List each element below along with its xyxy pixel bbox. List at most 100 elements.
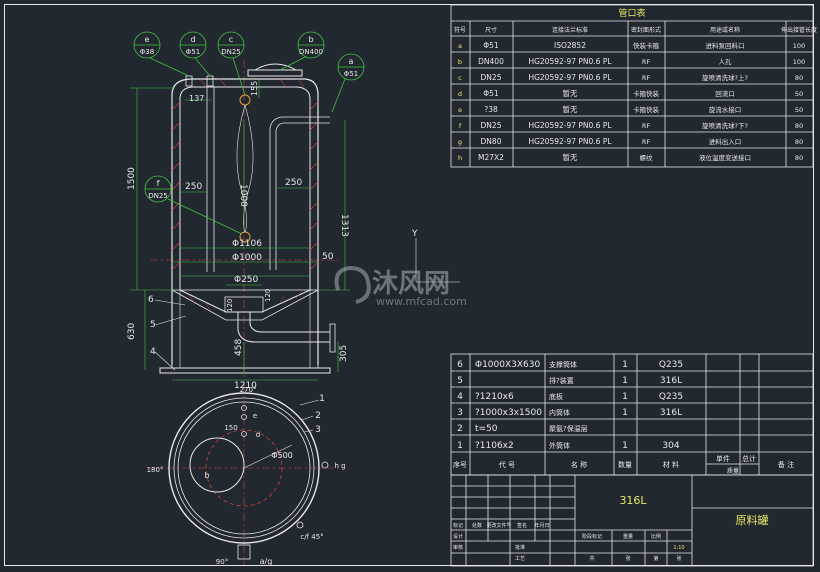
material-label: 316L — [619, 494, 647, 507]
watermark-url: www.mfcad.com — [376, 295, 467, 308]
nozzle-table-cell: DN400 — [478, 57, 504, 66]
callout-id-a: a — [349, 57, 354, 66]
nozzle-table-cell: Φ51 — [483, 41, 499, 50]
nozzle-table-cell: 50 — [795, 90, 803, 98]
nozzle-table-cell: e — [458, 106, 462, 114]
nozzle-table-cell: HG20592-97 PN0.6 PL — [528, 57, 612, 66]
dim-155: 155 — [250, 81, 259, 96]
nozzle-table-cell: ?38 — [484, 105, 498, 114]
nozzle-table-cell: 进料出入口 — [709, 137, 742, 146]
parts-table-cell: 外筒体 — [549, 441, 570, 450]
cone-bottom — [179, 289, 311, 313]
elev-part-6: 6 — [148, 295, 154, 305]
nozzle-table-cell: 暂无 — [563, 104, 578, 114]
dim-1210: 1210 — [234, 381, 257, 391]
parts-table-cell: Q235 — [659, 360, 683, 370]
parts-table-cell: 底板 — [549, 392, 563, 401]
plan-part-number: 3 — [315, 425, 321, 435]
parts-table-cell: 6 — [457, 360, 463, 370]
nozzle-table-cell: 50 — [795, 106, 803, 114]
title-block-label: 年月日 — [534, 522, 549, 529]
plan-label: b — [204, 471, 209, 480]
title-block-labels: 标记处数更改文件号签名年月日设计阶段标记重量比例审核共张第张工艺批准 — [453, 522, 682, 562]
plan-label: Φ500 — [271, 451, 293, 460]
nozzle-table-cell: 暂无 — [563, 152, 578, 162]
nozzle-table-cell: 80 — [795, 138, 803, 146]
nozzle-table — [450, 4, 814, 168]
dim-50: 50 — [322, 252, 334, 262]
parts-table-cell: 1 — [622, 392, 628, 402]
nozzle-table-header: 伸出接管长度 — [781, 26, 817, 34]
nozzle-table-cell: a — [458, 42, 462, 50]
dim-458: 458 — [234, 339, 244, 356]
nozzle-table-header: 符号 — [454, 26, 466, 34]
title-block-label: 设计 — [453, 533, 463, 540]
parts-table-cell: ?1106x2 — [475, 441, 514, 451]
nozzle-table-cell: 快装卡箍 — [633, 41, 660, 50]
dim-630: 630 — [127, 323, 137, 340]
parts-table-cell: Φ1000X3X630 — [475, 360, 540, 370]
dim-1000-dia: Φ1000 — [232, 253, 262, 263]
plan-part-number: 2 — [315, 411, 321, 421]
dim-250-right: 250 — [285, 178, 302, 188]
parts-table-cell: 304 — [662, 441, 679, 451]
title-block-label: 批准 — [515, 544, 525, 551]
parts-table-header: 序号 — [453, 460, 467, 469]
plan-label: 270° — [240, 386, 257, 394]
title-block-label: 阶段标记 — [582, 533, 602, 540]
nozzle-table-cell: RF — [642, 122, 651, 130]
title-block — [450, 474, 814, 567]
parts-table-cell: 3 — [457, 408, 463, 418]
elev-part-5: 5 — [150, 320, 156, 330]
callout-letter-f: DN25 — [148, 192, 168, 200]
parts-table-cell: t=50 — [475, 424, 498, 434]
plan-part-number: 1 — [319, 394, 325, 404]
parts-table-header: 数量 — [618, 460, 632, 469]
watermark-brand: 沐风网 — [372, 269, 450, 299]
title-block-label: 审核 — [453, 544, 463, 551]
callout-letter-c: DN25 — [221, 48, 241, 56]
title-block-label: 张 — [625, 555, 630, 562]
parts-table-header: 名 称 — [571, 460, 587, 469]
nozzle-table-cell: 100 — [793, 42, 805, 50]
parts-table-mass-label: 质量 — [727, 467, 739, 475]
title-block-label: 共 — [589, 555, 594, 562]
parts-table-cell: 1 — [622, 376, 628, 386]
parts-table-cell: 聚氨?保温层 — [549, 424, 588, 433]
nozzle-table-cell: HG20592-97 PN0.6 PL — [528, 121, 612, 130]
parts-table-cell: Q235 — [659, 392, 683, 402]
title-block-label: 标记 — [453, 522, 463, 529]
nozzle-table-cell: 100 — [793, 58, 805, 66]
nozzle-table-cell: 进料泵回料口 — [706, 41, 745, 50]
title-block-label: 更改文件号 — [486, 522, 511, 529]
nozzle-table-cell: HG20592-97 PN0.6 PL — [528, 73, 612, 82]
nozzle-table-cell: 80 — [795, 74, 803, 82]
nozzle-table-cell: 暂无 — [563, 88, 578, 98]
nozzle-table-cell: 旋喷清洗球?下? — [702, 121, 748, 130]
plan-label: a/g — [260, 557, 273, 566]
parts-table-header: 单件 — [716, 454, 730, 463]
nozzle-table-header: 密封面形式 — [631, 26, 661, 34]
elev-part-4: 4 — [150, 347, 156, 357]
nozzle-table-cell: DN25 — [481, 121, 502, 130]
callout-id-d: d — [190, 35, 195, 44]
dim-1500: 1500 — [127, 167, 137, 190]
dim-305: 305 — [339, 345, 349, 362]
parts-table-cell: ?1210x6 — [475, 392, 514, 402]
nozzle-table-cell: g — [458, 138, 462, 146]
parts-table-cell: 4 — [457, 392, 463, 402]
nozzle-table-cell: RF — [642, 138, 651, 146]
manway — [247, 69, 303, 77]
nozzle-table-cell: 液位温度变送接口 — [699, 153, 751, 162]
callout-letter-d: Φ51 — [186, 48, 200, 56]
nozzle-table-cell: 螺纹 — [640, 153, 654, 162]
callout-id-e: e — [145, 35, 150, 44]
parts-table-cell: 5 — [457, 376, 463, 386]
watermark: 沐风网 www.mfcad.com — [334, 265, 467, 308]
parts-table — [450, 353, 814, 476]
nozzle-table-cell: M27X2 — [478, 153, 504, 162]
